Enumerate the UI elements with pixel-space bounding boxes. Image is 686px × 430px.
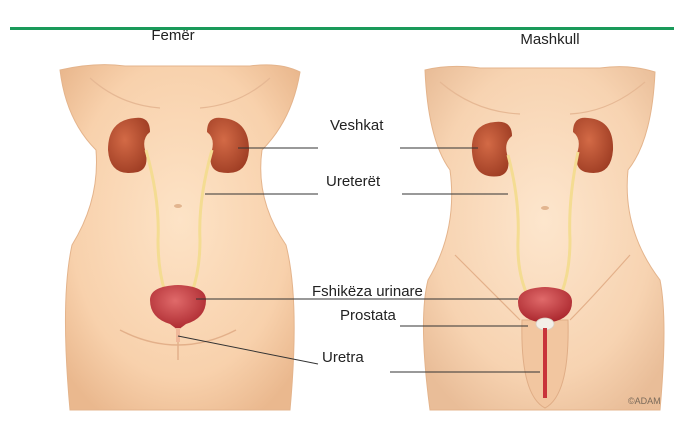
female-header: Femër [151, 27, 194, 44]
male-header: Mashkull [520, 31, 579, 48]
copyright-watermark: ©ADAM [628, 396, 661, 406]
top-divider [10, 27, 674, 30]
label-kidneys: Veshkat [330, 117, 384, 134]
male-left-kidney [472, 122, 512, 177]
label-ureters: Ureterët [326, 173, 381, 190]
male-bladder [518, 287, 572, 322]
female-body [60, 65, 300, 410]
label-prostate: Prostata [340, 307, 397, 324]
label-bladder: Fshikëza urinare [312, 283, 423, 300]
label-urethra: Uretra [322, 349, 364, 366]
male-urethra [543, 328, 547, 398]
female-urethra [176, 328, 180, 342]
